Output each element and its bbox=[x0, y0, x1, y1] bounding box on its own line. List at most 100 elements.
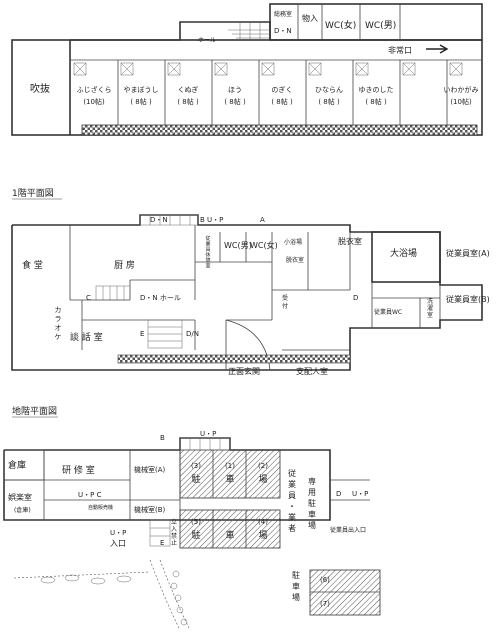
parking-num: (1) bbox=[225, 462, 235, 470]
room-goraku-sub: (倉庫) bbox=[14, 506, 31, 514]
room-staff-rest-char: 室 bbox=[205, 263, 210, 270]
guest-room-size: ( 8帖 ) bbox=[271, 97, 293, 106]
room-shokudo: 食 堂 bbox=[22, 259, 43, 271]
guest-room-name: ほう bbox=[228, 86, 242, 94]
basement-staff-parking-char: 業 bbox=[288, 479, 296, 489]
floor1-dn-top: D・N bbox=[150, 216, 168, 224]
room-staff-rest-char: 業 bbox=[205, 241, 210, 248]
parking-num: (5) bbox=[191, 518, 201, 526]
basement-title: 地階平面図 bbox=[12, 405, 57, 417]
guest-room-labels: ふじざくら(10帖)やまぼうし( 8帖 )くぬぎ( 8帖 )ほう( 8帖 )のぎ… bbox=[77, 85, 479, 106]
parking-label: 車 bbox=[225, 473, 234, 485]
parking-label: 駐 bbox=[191, 529, 200, 541]
floor1-a: A bbox=[260, 216, 265, 224]
floor1-d: D bbox=[353, 294, 358, 302]
room-wc-female: WC(女) bbox=[325, 19, 356, 31]
basement-no-entry-char: 立 bbox=[171, 518, 177, 526]
basement-staff-parking: 従業員・業者 bbox=[288, 468, 296, 533]
room-souko: 倉庫 bbox=[8, 459, 26, 471]
guest-room-size: (10帖) bbox=[83, 97, 105, 106]
floor2-dn: D・N bbox=[274, 27, 292, 35]
room-staff-wc: 従業員WC bbox=[374, 308, 402, 316]
floor1-title: 1階平面図 bbox=[12, 188, 54, 199]
room-datsui: 脱衣室 bbox=[338, 236, 362, 246]
guest-room-name: くぬぎ bbox=[178, 85, 199, 94]
guest-room-size: ( 8帖 ) bbox=[224, 97, 246, 106]
floor1-entrance: 正面玄関 bbox=[228, 366, 260, 376]
outside-parking-label: 駐車場 bbox=[292, 570, 300, 602]
room-goraku: 娯楽室 bbox=[8, 492, 32, 502]
room-danwa: 談 話 室 bbox=[70, 331, 103, 343]
room-staff-b: 従業員室(B) bbox=[446, 294, 490, 304]
guest-room-name: ふじざくら bbox=[77, 85, 112, 94]
basement-d: D bbox=[336, 490, 341, 498]
outside-parking-num-top: (6) bbox=[320, 576, 330, 584]
basement-private-parking-char: 用 bbox=[308, 488, 316, 497]
basement-entrance: 入口 bbox=[110, 539, 126, 548]
guest-room-size: ( 8帖 ) bbox=[177, 97, 199, 106]
parking-label: 駐 bbox=[191, 473, 200, 485]
guest-room-name: ひならん bbox=[315, 86, 343, 94]
floor2-hall: ホール bbox=[198, 37, 216, 44]
basement-up-c: U・P C bbox=[78, 491, 102, 499]
floor1-c: C bbox=[86, 294, 91, 302]
room-senmen-char: 濯 bbox=[427, 304, 433, 312]
guest-room-name: いわかがみ bbox=[444, 85, 479, 94]
room-kikai-b: 機械室(B) bbox=[134, 505, 166, 514]
room-big-bath: 大浴場 bbox=[390, 247, 417, 259]
basement-no-entry-char: 止 bbox=[171, 539, 177, 547]
floor1-e: E bbox=[140, 330, 144, 338]
room-karaoke-char: ケ bbox=[55, 333, 62, 341]
parking-num: (3) bbox=[191, 462, 201, 470]
basement-staff-parking-char: 従 bbox=[288, 468, 296, 478]
room-wc-male-f1: WC(男) bbox=[224, 241, 252, 250]
guest-room-size: ( 8帖 ) bbox=[318, 97, 340, 106]
basement-staff-parking-char: 員 bbox=[288, 491, 296, 500]
floor1-dn-hall: D・N ホール bbox=[140, 294, 181, 302]
basement-up-top: U・P bbox=[200, 430, 216, 438]
parking-labels: (3)駐(1)車(2)場(5)駐車(4)場 bbox=[191, 462, 268, 541]
room-uketsuke-char: 付 bbox=[282, 302, 288, 310]
room-senmen: 洗濯室 bbox=[427, 297, 433, 319]
guest-room-size: (10帖) bbox=[450, 97, 472, 106]
room-chubo: 厨 房 bbox=[114, 259, 135, 271]
room-senmen-char: 洗 bbox=[427, 297, 433, 305]
room-karaoke-char: オ bbox=[55, 324, 62, 332]
room-uketsuke-char: 受 bbox=[282, 294, 288, 302]
basement-jihanki: 自動販売機 bbox=[88, 504, 113, 511]
room-karaoke-char: ラ bbox=[55, 315, 62, 323]
parking-label: 場 bbox=[258, 529, 267, 541]
room-small-bath: 小浴場 bbox=[284, 238, 302, 246]
floor2-plan bbox=[11, 3, 483, 136]
basement-private-parking-char: 駐 bbox=[308, 498, 316, 508]
room-staff-rest-char: 憩 bbox=[205, 257, 210, 264]
parking-num: (2) bbox=[258, 462, 268, 470]
floor2-balcony bbox=[81, 124, 478, 136]
room-monoire: 物入 bbox=[302, 13, 318, 23]
floor2-exit: 非常口 bbox=[388, 45, 412, 55]
outside-parking-num-bottom: (7) bbox=[320, 600, 330, 608]
basement-private-parking-char: 専 bbox=[308, 476, 316, 486]
room-wc-male: WC(男) bbox=[365, 20, 396, 31]
basement-up-d: U・P bbox=[352, 490, 368, 498]
floor1-dn-bottom: D/N bbox=[186, 330, 199, 338]
room-senmen-char: 室 bbox=[427, 311, 433, 319]
room-staff-rest-char: 員 bbox=[205, 247, 210, 253]
floor1-up: B U・P bbox=[200, 216, 223, 224]
outside-parking-label-char: 駐 bbox=[292, 570, 300, 580]
room-uketsuke: 受付 bbox=[282, 294, 288, 310]
basement-staff-exit: 従業員出入口 bbox=[330, 526, 366, 534]
tree-marks bbox=[40, 570, 188, 626]
room-staff-rest-char: 休 bbox=[205, 252, 210, 259]
basement-up-entrance: U・P bbox=[110, 529, 126, 537]
basement-b: B bbox=[160, 434, 165, 442]
room-datsui-small: 脱衣室 bbox=[286, 256, 304, 264]
basement-staff-parking-char: ・ bbox=[288, 502, 296, 511]
basement-staff-parking-char: 者 bbox=[288, 524, 296, 533]
basement-staff-parking-char: 業 bbox=[288, 512, 296, 522]
